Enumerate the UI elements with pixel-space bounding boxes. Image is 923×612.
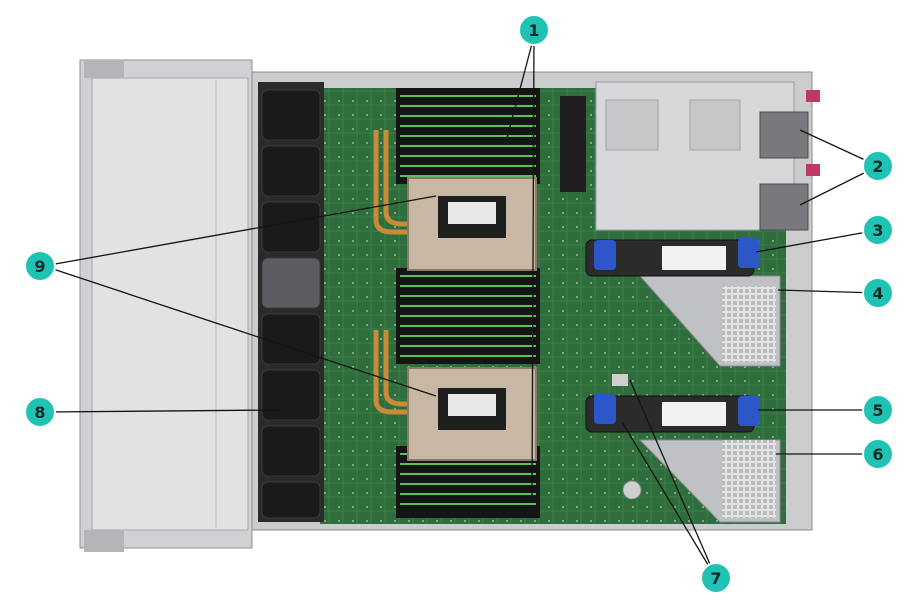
callout-3-label: 3	[872, 221, 883, 240]
fan-2	[261, 145, 321, 197]
fan-1	[261, 89, 321, 141]
callout-9-label: 9	[34, 257, 45, 276]
riser-latch-lower-right	[738, 396, 760, 426]
system-battery	[622, 480, 642, 500]
internal-usb-port	[612, 374, 628, 386]
riser-cage-lower	[585, 394, 781, 523]
processor-heatsink-2	[407, 367, 537, 461]
callout-6-label: 6	[872, 445, 883, 464]
callout-1: 1	[518, 14, 550, 46]
fan-3	[261, 201, 321, 253]
processor-heatsink-1	[407, 177, 537, 271]
fan-blank	[261, 257, 321, 309]
callout-9: 9	[24, 250, 56, 282]
callout-4-label: 4	[872, 284, 883, 303]
fan-7	[261, 481, 321, 519]
callout-8-label: 8	[34, 403, 45, 422]
mezzanine-connector	[560, 96, 586, 192]
riser-latch-upper-left	[594, 240, 616, 270]
riser-latch-upper-right	[738, 238, 760, 268]
fan-6	[261, 425, 321, 477]
callout-8: 8	[24, 396, 56, 428]
riser-vent-lower	[722, 440, 776, 518]
callout-5: 5	[862, 394, 894, 426]
riser-latch-lower-left	[594, 394, 616, 424]
fan-array	[258, 82, 324, 522]
leader-lines	[43, 35, 879, 579]
callout-7-label: 7	[710, 569, 721, 588]
fan-4	[261, 313, 321, 365]
riser-vent-upper	[722, 286, 776, 362]
callout-1-label: 1	[528, 21, 539, 40]
front-drive-bay	[79, 59, 253, 552]
heat-pipes	[373, 130, 412, 415]
callout-5-label: 5	[872, 401, 883, 420]
callout-4: 4	[862, 277, 894, 309]
fan-5	[261, 369, 321, 421]
callout-2: 2	[862, 150, 894, 182]
power-supply-2	[759, 183, 809, 231]
callout-3: 3	[862, 214, 894, 246]
callout-7: 7	[700, 562, 732, 594]
callout-2-label: 2	[872, 157, 883, 176]
power-supply-cage	[595, 81, 820, 231]
power-supply-1	[759, 111, 809, 159]
callout-6: 6	[862, 438, 894, 470]
riser-cage-upper	[585, 238, 781, 367]
